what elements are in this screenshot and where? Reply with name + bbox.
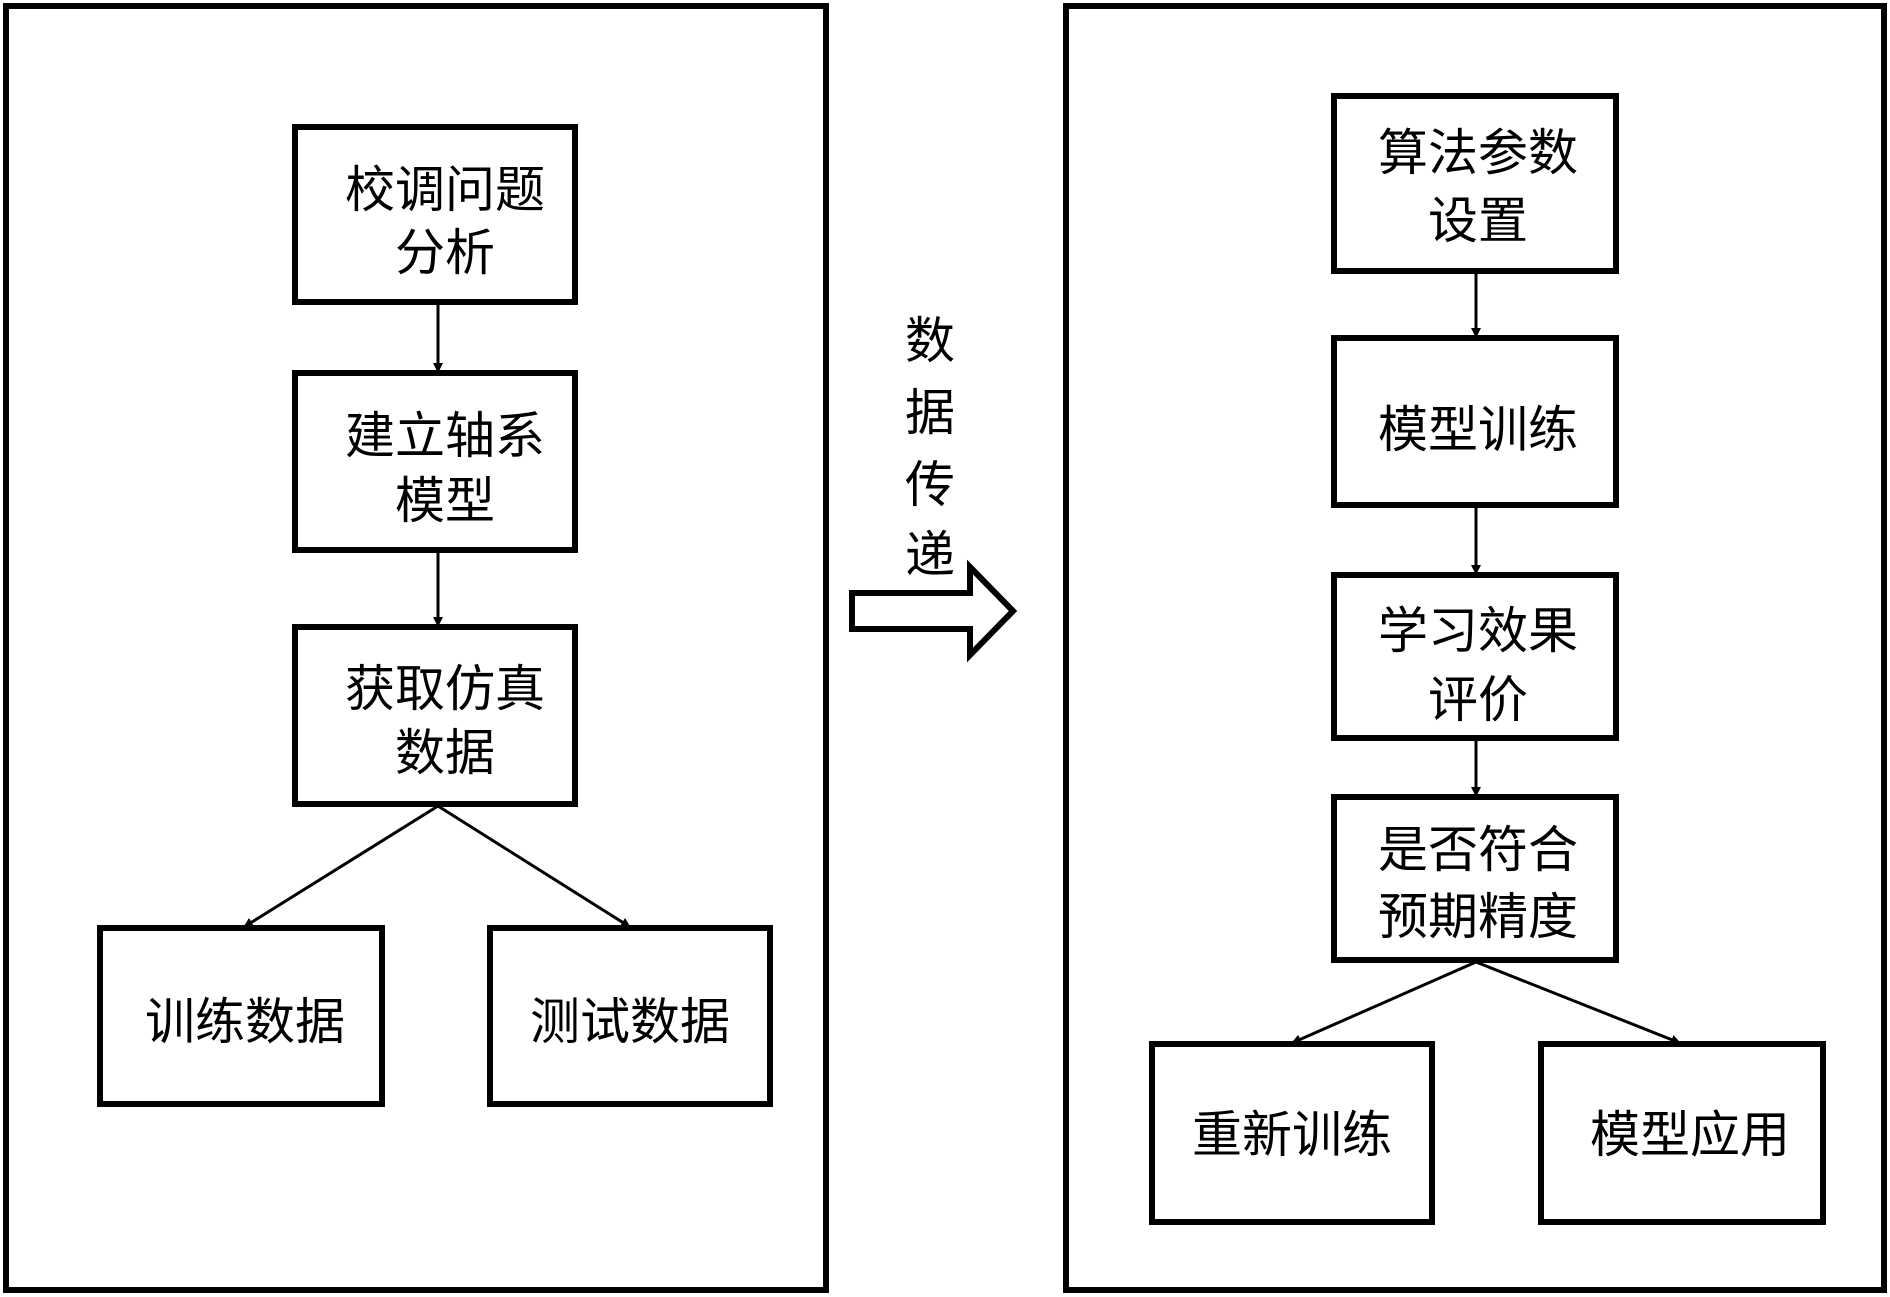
transfer-label-char-2: 据 <box>905 384 955 442</box>
node-accuracy-check: 是否符合 预期精度 <box>1331 794 1619 963</box>
node-accuracy-check-line-2: 预期精度 <box>1378 888 1578 946</box>
node-get-sim-data: 获取仿真 数据 <box>292 624 578 807</box>
transfer-label-char-4: 递 <box>905 526 955 584</box>
transfer-label-char-1: 数 <box>905 312 955 370</box>
node-param-setting-line-1: 算法参数 <box>1378 124 1578 182</box>
node-model-apply: 模型应用 <box>1538 1041 1826 1225</box>
node-param-setting-line-2: 设置 <box>1428 192 1528 250</box>
transfer-label: 数 据 传 递 <box>905 312 955 584</box>
node-problem-analysis: 校调问题 分析 <box>292 124 578 305</box>
node-get-sim-data-line-2: 数据 <box>395 724 495 782</box>
node-get-sim-data-line-1: 获取仿真 <box>345 660 545 718</box>
edge-simdata-to-test <box>437 804 631 929</box>
node-retrain-label: 重新训练 <box>1192 1106 1392 1164</box>
node-param-setting: 算法参数 设置 <box>1331 93 1619 274</box>
edge-simdata-to-train <box>243 804 439 929</box>
node-test-data: 测试数据 <box>487 925 773 1107</box>
node-train-data-label: 训练数据 <box>145 993 345 1051</box>
node-evaluation-line-1: 学习效果 <box>1378 602 1578 660</box>
transfer-arrow-icon <box>849 559 1018 663</box>
transfer-label-char-3: 传 <box>905 456 955 514</box>
node-problem-analysis-line-2: 分析 <box>395 224 495 282</box>
node-build-model: 建立轴系 模型 <box>292 370 578 553</box>
node-retrain: 重新训练 <box>1149 1041 1435 1225</box>
node-evaluation: 学习效果 评价 <box>1331 572 1619 741</box>
node-model-training-label: 模型训练 <box>1378 401 1578 459</box>
node-problem-analysis-line-1: 校调问题 <box>345 161 545 219</box>
edge-check-to-retrain <box>1291 960 1477 1045</box>
node-train-data: 训练数据 <box>97 925 385 1107</box>
edge-check-to-apply <box>1475 960 1681 1045</box>
node-build-model-line-2: 模型 <box>395 472 495 530</box>
node-test-data-label: 测试数据 <box>530 993 730 1051</box>
node-evaluation-line-2: 评价 <box>1428 671 1528 729</box>
node-accuracy-check-line-1: 是否符合 <box>1378 821 1578 879</box>
node-build-model-line-1: 建立轴系 <box>345 407 545 465</box>
node-model-apply-label: 模型应用 <box>1590 1106 1790 1164</box>
node-model-training: 模型训练 <box>1331 335 1619 508</box>
